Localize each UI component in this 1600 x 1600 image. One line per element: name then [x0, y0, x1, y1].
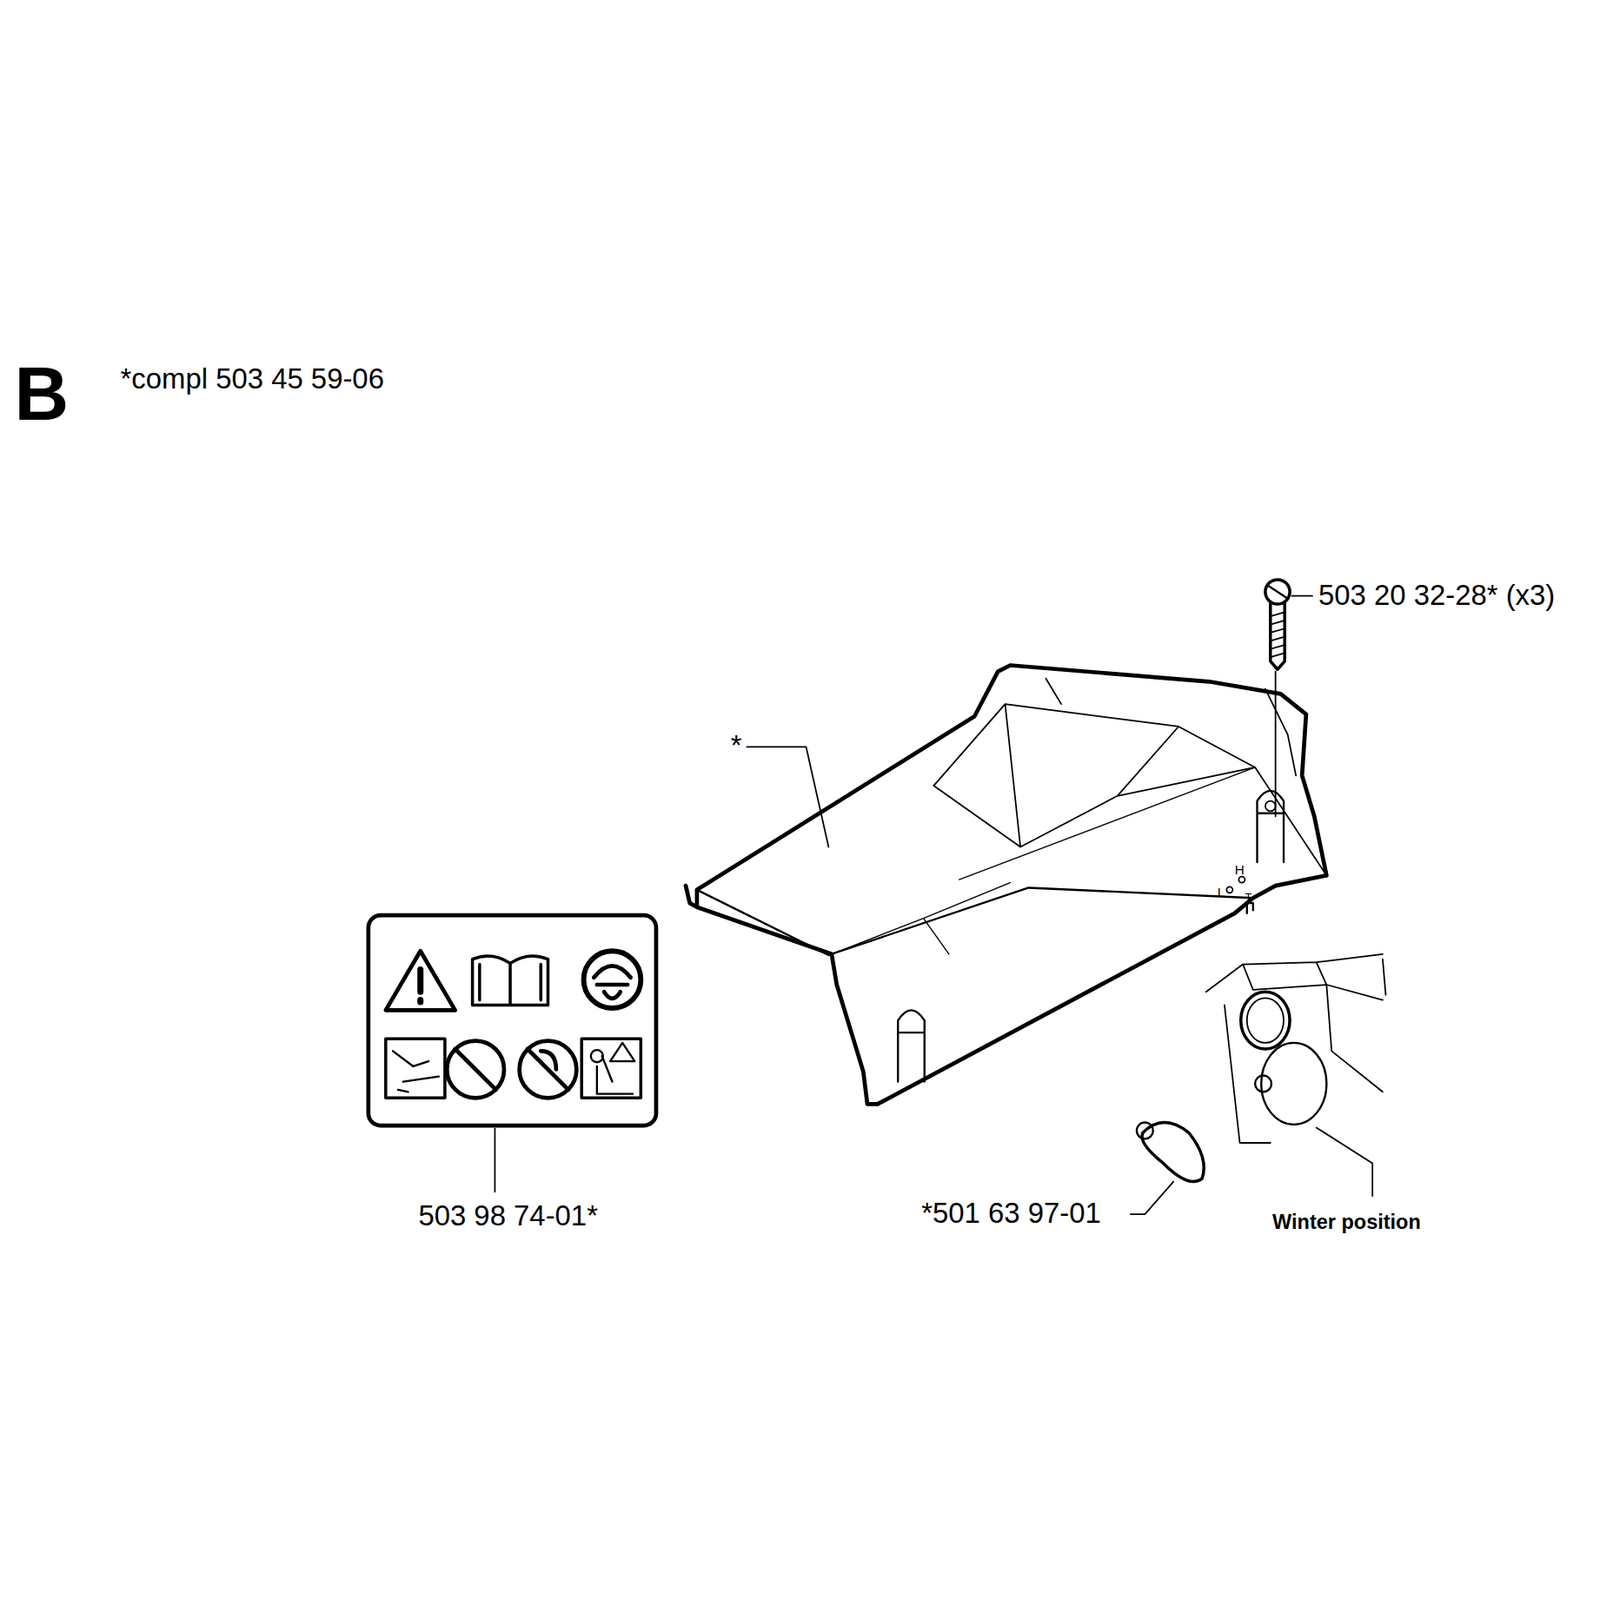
note-label: Winter position	[1272, 1211, 1421, 1232]
leader-line	[746, 746, 829, 847]
adjust-mark: L	[1217, 885, 1225, 899]
exclamation	[417, 969, 424, 1003]
winter-cap-pin	[1136, 1122, 1154, 1140]
screw-thread	[1270, 611, 1285, 658]
cover-side-fold	[1045, 678, 1296, 777]
cover-top-edge	[697, 887, 1254, 955]
screw-shaft	[1270, 602, 1285, 670]
housing-detail	[1206, 954, 1387, 1143]
leader-line	[1130, 1181, 1174, 1215]
protection-icon	[584, 950, 642, 1009]
cylinder-cover	[685, 665, 1327, 1105]
kit-number: *compl 503 45 59-06	[120, 365, 385, 394]
section-letter: B	[13, 356, 69, 432]
pictogram	[392, 1050, 439, 1092]
cover-vent	[933, 703, 1327, 876]
prohibition-icon	[446, 1041, 505, 1099]
winter-cap	[1141, 1122, 1204, 1182]
warning-sticker	[368, 915, 657, 1126]
protection-icon	[593, 965, 631, 999]
screw-slot	[1268, 585, 1287, 598]
cover-face-lines	[831, 767, 1255, 955]
screw-head	[1265, 579, 1290, 605]
warning-triangle	[385, 950, 456, 1010]
air-intake	[1247, 997, 1284, 1043]
callout-mark: *	[730, 731, 743, 761]
pictogram	[590, 1049, 604, 1063]
leader-line	[1291, 595, 1312, 598]
part-number: *501 63 97-01	[921, 1198, 1102, 1228]
pictogram	[581, 1038, 641, 1098]
winter-cap-pin	[1254, 1075, 1272, 1093]
screw-boss	[1257, 790, 1285, 863]
adjust-mark: H	[1234, 863, 1245, 877]
part-number: 503 98 74-01*	[418, 1201, 598, 1231]
screw-axis	[1274, 671, 1277, 817]
prohibition-icon	[455, 1048, 497, 1090]
screw-boss	[897, 1009, 925, 1082]
leader-line	[1316, 1127, 1374, 1196]
leader-line	[494, 1128, 497, 1193]
screw-hole	[1265, 801, 1276, 812]
adjust-hole	[1226, 886, 1233, 893]
air-intake	[1241, 991, 1290, 1049]
prohibition-icon	[519, 1041, 578, 1099]
part-number: 503 20 32-28* (x3)	[1318, 581, 1555, 611]
adjust-hole	[1238, 876, 1245, 883]
pictogram	[385, 1038, 445, 1098]
adjust-mark: T	[1244, 891, 1252, 903]
manual-icon	[472, 956, 549, 1006]
notch	[1247, 902, 1254, 914]
prohibition-icon	[527, 1048, 569, 1090]
pictogram	[597, 1042, 635, 1095]
